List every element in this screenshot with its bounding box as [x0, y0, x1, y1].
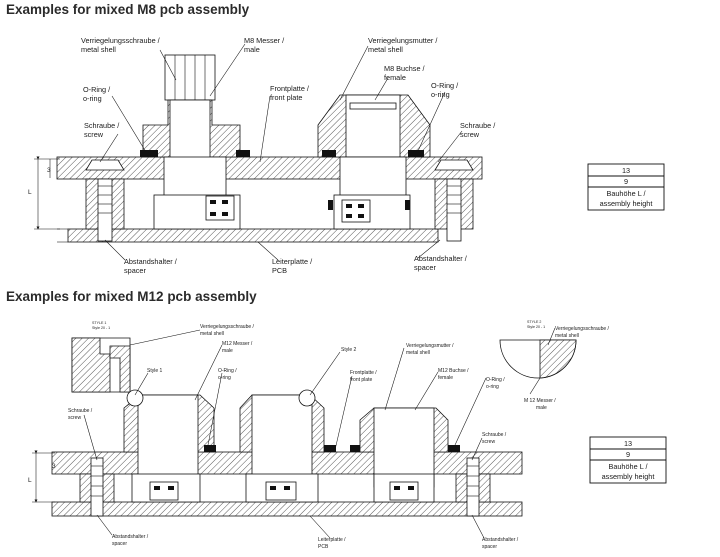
m8-label-oring-left-de: O-Ring / — [83, 85, 111, 94]
m12-label-female-en: female — [438, 375, 453, 381]
m8-label-spacer-right-de: Abstandshalter / — [414, 254, 468, 263]
m8-table-label-2: assembly height — [600, 199, 653, 208]
m8-label-female-en: female — [384, 73, 406, 82]
m12-label-oring-right-de: O-Ring / — [486, 377, 505, 383]
m12-table-label-1: Bauhöhe L / — [608, 462, 648, 471]
m8-table-value-top: 13 — [622, 166, 630, 175]
m8-label-nut-de: Verriegelungsmutter / — [368, 36, 438, 45]
m8-label-spacer-left-de: Abstandshalter / — [124, 257, 178, 266]
m12-style2-small-2: Style 20 - 1 — [527, 325, 545, 329]
m12-detail-shell-en: metal shell — [555, 333, 579, 339]
m12-label-pcb-de: Leiterplatte / — [318, 537, 346, 543]
m12-label-oring-right-en: o-ring — [486, 384, 499, 390]
m8-oring-right — [408, 150, 424, 157]
m8-pcb — [67, 228, 439, 243]
m12-dimension-L: L — [28, 477, 32, 484]
m12-label-female-de: M12 Buchse / — [438, 368, 469, 374]
m8-label-oring-right-en: o-ring — [431, 90, 450, 99]
m12-label-front-en: front plate — [350, 377, 372, 383]
m8-label-shell-en: metal shell — [81, 45, 116, 54]
m12-label-oring-left-de: O-Ring / — [218, 368, 237, 374]
m12-style1-small-1: STYLE 1 — [92, 321, 106, 325]
m12-dimension-3: 3 — [52, 463, 56, 470]
m8-assembly-height-table: 13 9 Bauhöhe L / assembly height — [587, 163, 665, 211]
m12-table-label-2: assembly height — [602, 472, 655, 481]
m8-label-front-en: front plate — [270, 93, 302, 102]
m12-label-shell-en: metal shell — [200, 331, 224, 337]
m8-table-label-1: Bauhöhe L / — [606, 189, 646, 198]
m12-label-male-de: M12 Messer / — [222, 341, 253, 347]
m12-label-screw-right-de: Schraube / — [482, 432, 507, 438]
m8-label-screw-right-de: Schraube / — [460, 121, 496, 130]
m12-detail-shell-de: Verriegelungsschraube / — [555, 326, 610, 332]
m12-detail-male-en: male — [536, 405, 547, 411]
m8-label-nut-en: metal shell — [368, 45, 403, 54]
m8-label-pcb-de: Leiterplatte / — [272, 257, 313, 266]
m8-labels: Verriegelungsschraube / metal shell M8 M… — [81, 36, 496, 275]
m12-table-value-mid: 9 — [626, 450, 630, 459]
m8-label-male-de: M8 Messer / — [244, 36, 285, 45]
m8-male-knurl — [164, 54, 216, 101]
m8-label-female-de: M8 Buchse / — [384, 64, 426, 73]
m8-male-contact — [205, 195, 235, 221]
m12-detail-male-de: M 12 Messer / — [524, 398, 556, 404]
m12-style1-small-2: Style 20 - 1 — [92, 326, 110, 330]
m12-label-oring-left-en: o-ring — [218, 375, 231, 381]
m8-label-spacer-right-en: spacer — [414, 263, 436, 272]
m12-label-screw-left-en: screw — [68, 415, 81, 421]
m8-label-screw-left-de: Schraube / — [84, 121, 120, 130]
m12-heading: Examples for mixed M12 pcb assembly — [6, 289, 257, 304]
m12-label-nut-en: metal shell — [406, 350, 430, 356]
m12-male-style1-body — [137, 394, 199, 488]
m8-label-pcb-en: PCB — [272, 266, 287, 275]
m12-label-screw-right-en: screw — [482, 439, 495, 445]
m12-label-style1: Style 1 — [147, 368, 163, 374]
m12-pcb — [51, 501, 523, 517]
m12-screw-right — [466, 457, 480, 517]
m12-screw-left — [90, 457, 104, 517]
m8-label-shell-de: Verriegelungsschraube / — [81, 36, 161, 45]
m8-label-spacer-left-en: spacer — [124, 266, 146, 275]
m12-male-style2-body — [251, 394, 313, 488]
m12-label-screw-left-de: Schraube / — [68, 408, 93, 414]
m8-label-oring-right-de: O-Ring / — [431, 81, 459, 90]
m8-oring-left — [140, 150, 158, 157]
m12-label-nut-de: Verriegelungsmutter / — [406, 343, 454, 349]
m12-label-shell-de: Verriegelungsschraube / — [200, 324, 255, 330]
m12-assembly-drawing: 3 L — [28, 327, 577, 539]
m8-assembly-drawing: 3 L — [28, 43, 483, 261]
m12-table-value-top: 13 — [624, 439, 632, 448]
m8-male-body — [169, 99, 211, 161]
m12-labels: STYLE 1 Style 20 - 1 Verriegelungsschrau… — [68, 320, 610, 550]
m8-heading: Examples for mixed M8 pcb assembly — [6, 2, 250, 17]
m8-female-housing — [339, 156, 407, 198]
m12-label-spacer-left-de: Abstandshalter / — [112, 534, 149, 540]
m12-style2-small-1: STYLE 2 — [527, 320, 541, 324]
m12-label-spacer-right-de: Abstandshalter / — [482, 537, 519, 543]
m12-label-style2: Style 2 — [341, 347, 357, 353]
m8-male-housing — [163, 156, 227, 198]
m8-screw-left — [97, 178, 113, 242]
m12-label-pcb-en: PCB — [318, 544, 329, 550]
m8-label-male-en: male — [244, 45, 260, 54]
m12-label-spacer-right-en: spacer — [482, 544, 497, 550]
m8-dimension-3: 3 — [47, 167, 51, 174]
m8-label-front-de: Frontplatte / — [270, 84, 310, 93]
m8-label-screw-right-en: screw — [460, 130, 480, 139]
m12-label-spacer-left-en: spacer — [112, 541, 127, 547]
m8-table-value-mid: 9 — [624, 177, 628, 186]
m12-label-front-de: Frontplatte / — [350, 370, 377, 376]
m8-dimension-L: L — [28, 189, 32, 196]
m8-label-oring-left-en: o-ring — [83, 94, 102, 103]
m12-label-male-en: male — [222, 348, 233, 354]
m12-assembly-height-table: 13 9 Bauhöhe L / assembly height — [589, 436, 667, 484]
m8-screw-right — [446, 178, 462, 242]
m8-label-screw-left-en: screw — [84, 130, 104, 139]
